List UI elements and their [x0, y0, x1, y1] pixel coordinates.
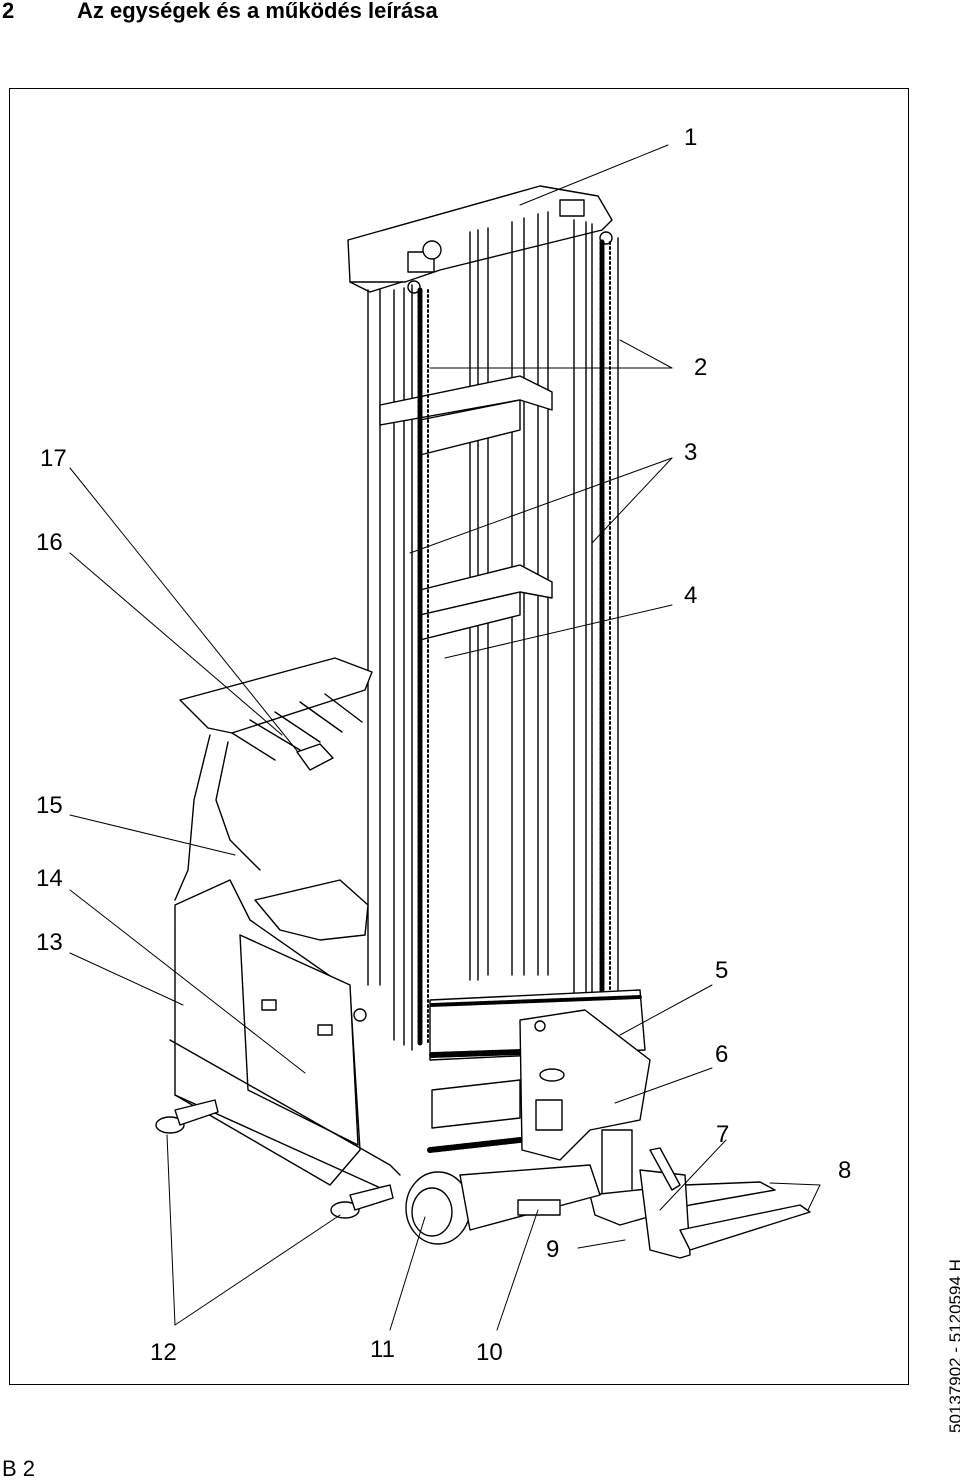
document-code: 50137902 - 5120594 H — [944, 1255, 960, 1435]
callout-14: 14 — [36, 865, 63, 892]
leader-lines — [69, 144, 821, 1331]
callout-labels: 1 2 3 4 5 6 7 8 9 10 11 12 13 14 15 16 1… — [36, 124, 851, 1366]
figure-frame — [9, 88, 909, 1385]
carriage-drawing — [427, 989, 811, 1259]
document-code-text: 50137902 - 5120594 H — [946, 1259, 960, 1433]
callout-9: 9 — [546, 1236, 559, 1263]
chapter-number: 2 — [2, 0, 15, 23]
callout-1: 1 — [684, 124, 697, 151]
page-title: Az egységek és a működés leírása — [77, 0, 438, 23]
callout-16: 16 — [36, 529, 63, 556]
chassis-drawing — [155, 657, 601, 1245]
callout-10: 10 — [476, 1339, 503, 1366]
mast-drawing — [347, 185, 619, 1051]
callout-5: 5 — [715, 957, 728, 984]
callout-8: 8 — [838, 1157, 851, 1184]
callout-15: 15 — [36, 792, 63, 819]
callout-13: 13 — [36, 929, 63, 956]
callout-2: 2 — [694, 354, 707, 381]
callout-17: 17 — [40, 445, 67, 472]
reach-truck-illustration: 1 2 3 4 5 6 7 8 9 10 11 12 13 14 15 16 1… — [36, 124, 851, 1366]
callout-4: 4 — [684, 582, 697, 609]
page-header: 2 Az egységek és a működés leírása — [0, 0, 960, 26]
callout-11: 11 — [370, 1336, 395, 1363]
callout-3: 3 — [684, 439, 697, 466]
callout-12: 12 — [150, 1339, 177, 1366]
page-label: B 2 — [2, 1456, 36, 1481]
callout-6: 6 — [715, 1041, 728, 1068]
callout-7: 7 — [716, 1121, 729, 1148]
